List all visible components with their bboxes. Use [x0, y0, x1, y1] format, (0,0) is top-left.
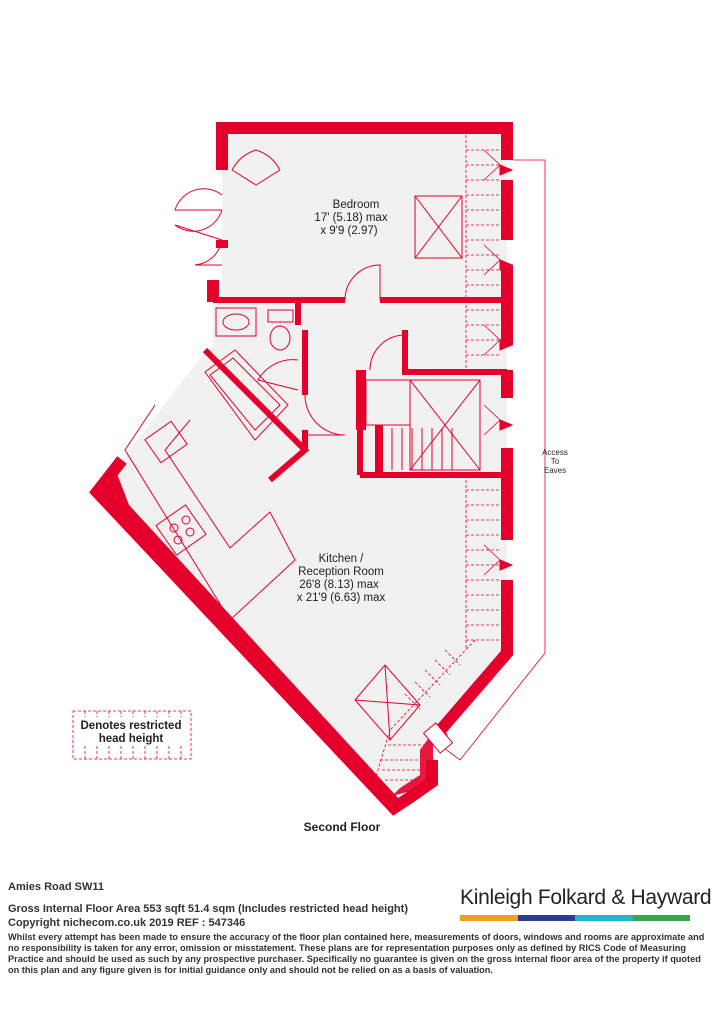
- closet-doors: [231, 149, 281, 186]
- hall-door-swing: [369, 334, 406, 371]
- address: Amies Road SW11: [8, 881, 104, 893]
- kitchen-door-swing: [304, 394, 346, 436]
- bedroom-dim1: 17' (5.18) max: [314, 212, 387, 224]
- eaves-label-2: To: [551, 457, 560, 466]
- brand-bar-green: [632, 915, 690, 921]
- legend-text-bg: [76, 717, 188, 745]
- footer: Amies Road SW11 Gross Internal Floor Are…: [0, 860, 715, 1033]
- legend-line2: head height: [99, 733, 164, 745]
- bathroom-door-swing: [257, 359, 299, 391]
- floor-plan: Bedroom 17' (5.18) max x 9'9 (2.97) Kitc…: [72, 122, 568, 834]
- gross-internal-area: Gross Internal Floor Area 553 sqft 51.4 …: [8, 903, 408, 915]
- bathroom-fittings: [204, 307, 294, 441]
- floor-label: Second Floor: [304, 820, 381, 834]
- window-bottom: [422, 722, 454, 754]
- restricted-height-hatch: [374, 135, 500, 781]
- brand-bar-navy: [517, 915, 575, 921]
- brand-bar-orange: [460, 915, 518, 921]
- kitchen-dim1: 26'8 (8.13) max: [299, 579, 379, 591]
- kitchen-name2: Reception Room: [298, 566, 384, 578]
- brand-color-bar: [460, 915, 690, 921]
- eaves-label-3: Eaves: [544, 466, 566, 475]
- wall-block-1: [356, 370, 366, 430]
- bedroom-door-swing: [344, 264, 381, 301]
- wall-block-2: [375, 425, 383, 475]
- copyright: Copyright nichecom.co.uk 2019 REF : 5473…: [8, 917, 246, 929]
- brand-logo-text: Kinleigh Folkard & Hayward: [460, 886, 712, 909]
- left-door-swing: [174, 188, 223, 266]
- staircase: [365, 379, 481, 471]
- bedroom-name: Bedroom: [333, 199, 380, 211]
- eaves-door-swings: [483, 149, 501, 576]
- skylights: [354, 195, 463, 741]
- disclaimer: Whilst every attempt has been made to en…: [8, 932, 705, 975]
- kitchen-name: Kitchen /: [319, 553, 365, 565]
- sw-wall: [97, 466, 400, 808]
- bedroom-dim2: x 9'9 (2.97): [320, 225, 377, 237]
- brand-bar-cyan: [575, 915, 633, 921]
- eaves-outline: [439, 159, 546, 761]
- kitchen-counter: [124, 404, 296, 621]
- kitchen-dim2: x 21'9 (6.63) max: [297, 592, 386, 604]
- legend-line1: Denotes restricted: [81, 720, 182, 732]
- eaves-label-1: Access: [542, 448, 568, 457]
- eaves-doors: [499, 164, 514, 571]
